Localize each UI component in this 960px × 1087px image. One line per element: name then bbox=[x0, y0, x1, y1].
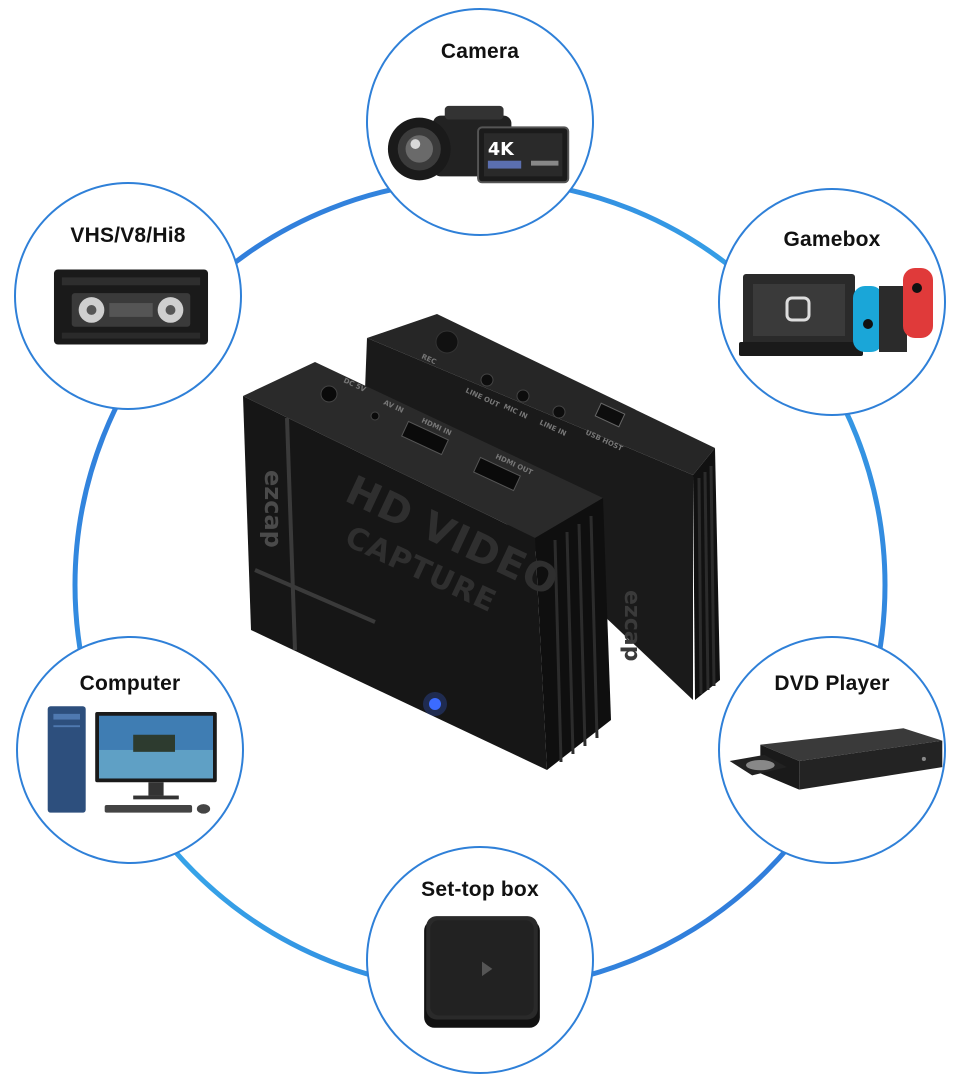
port-line-in bbox=[552, 405, 566, 419]
device-label-gamebox: Gamebox bbox=[783, 228, 881, 251]
camcorder-icon: 4K bbox=[387, 105, 570, 184]
dvd-player-icon bbox=[729, 728, 943, 790]
device-node-camera: Camera 4K bbox=[366, 8, 594, 236]
device-label-computer: Computer bbox=[79, 672, 181, 695]
device-node-vhs: VHS/V8/Hi8 bbox=[14, 182, 242, 410]
device-node-dvd: DVD Player bbox=[718, 636, 946, 864]
game-console-icon bbox=[739, 268, 933, 356]
port-mic-in bbox=[516, 389, 530, 403]
front-ridges bbox=[553, 515, 599, 763]
set-top-box-icon bbox=[424, 916, 540, 1028]
hdmi-out-port bbox=[473, 456, 521, 492]
brand-logo-back: ezcap bbox=[619, 590, 644, 661]
desktop-computer-icon bbox=[47, 706, 217, 814]
rec-button bbox=[435, 330, 459, 354]
vhs-tape-icon bbox=[53, 269, 209, 345]
device-node-computer: Computer bbox=[16, 636, 244, 864]
device-label-dvd: DVD Player bbox=[774, 672, 890, 695]
brand-logo-front: ezcap bbox=[259, 470, 287, 548]
hd-video-capture-device: REC LINE OUT MIC IN LINE IN USB HOST ezc… bbox=[243, 314, 720, 770]
port-line-out bbox=[480, 373, 494, 387]
device-node-settop: Set-top box bbox=[366, 846, 594, 1074]
hdmi-in-port bbox=[401, 420, 449, 456]
dc-5v-port bbox=[320, 385, 338, 403]
usb-host-port bbox=[594, 402, 626, 428]
device-label-settop: Set-top box bbox=[421, 878, 539, 901]
capture-unit-front: DC 5V AV IN HDMI IN HDMI OUT ezcap HD VI… bbox=[243, 362, 611, 770]
device-node-gamebox: Gamebox bbox=[718, 188, 946, 416]
av-in-port bbox=[370, 411, 380, 421]
device-label-camera: Camera bbox=[440, 40, 520, 63]
device-label-vhs: VHS/V8/Hi8 bbox=[70, 224, 186, 247]
back-ridges bbox=[697, 465, 716, 695]
camera-4k-badge: 4K bbox=[488, 140, 515, 160]
status-led bbox=[429, 698, 441, 710]
